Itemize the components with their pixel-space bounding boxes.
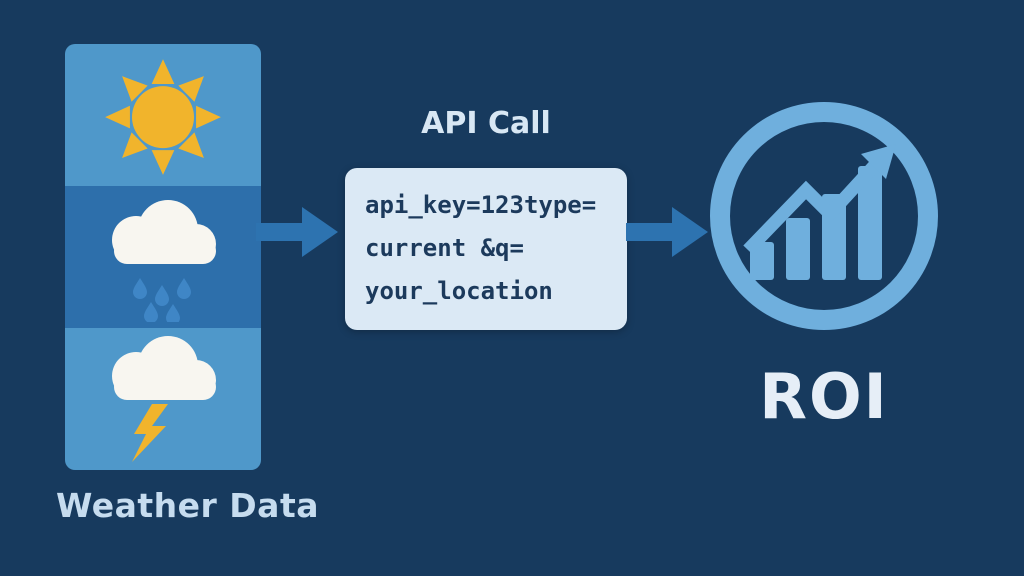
code-line-3: your_location xyxy=(365,277,553,305)
weather-section-sunny xyxy=(65,44,261,186)
weather-section-rainy xyxy=(65,186,261,328)
rain-cloud-icon xyxy=(112,200,216,322)
flow-arrow-right-icon xyxy=(626,207,708,257)
weather-data-label: Weather Data xyxy=(56,486,319,525)
weather-section-stormy xyxy=(65,328,261,470)
storm-cloud-icon xyxy=(112,336,216,462)
code-line-1: api_key=123type= xyxy=(365,191,597,219)
weather-data-panel xyxy=(65,44,261,470)
roi-chart-icon xyxy=(710,102,938,330)
roi-label: ROI xyxy=(759,360,889,433)
flow-arrow-left-icon xyxy=(256,207,338,257)
api-call-title: API Call xyxy=(421,106,551,141)
code-line-2: current &q= xyxy=(365,234,524,262)
api-call-code-box: api_key=123type= current &q= your_locati… xyxy=(345,168,627,330)
sun-icon xyxy=(105,59,221,175)
